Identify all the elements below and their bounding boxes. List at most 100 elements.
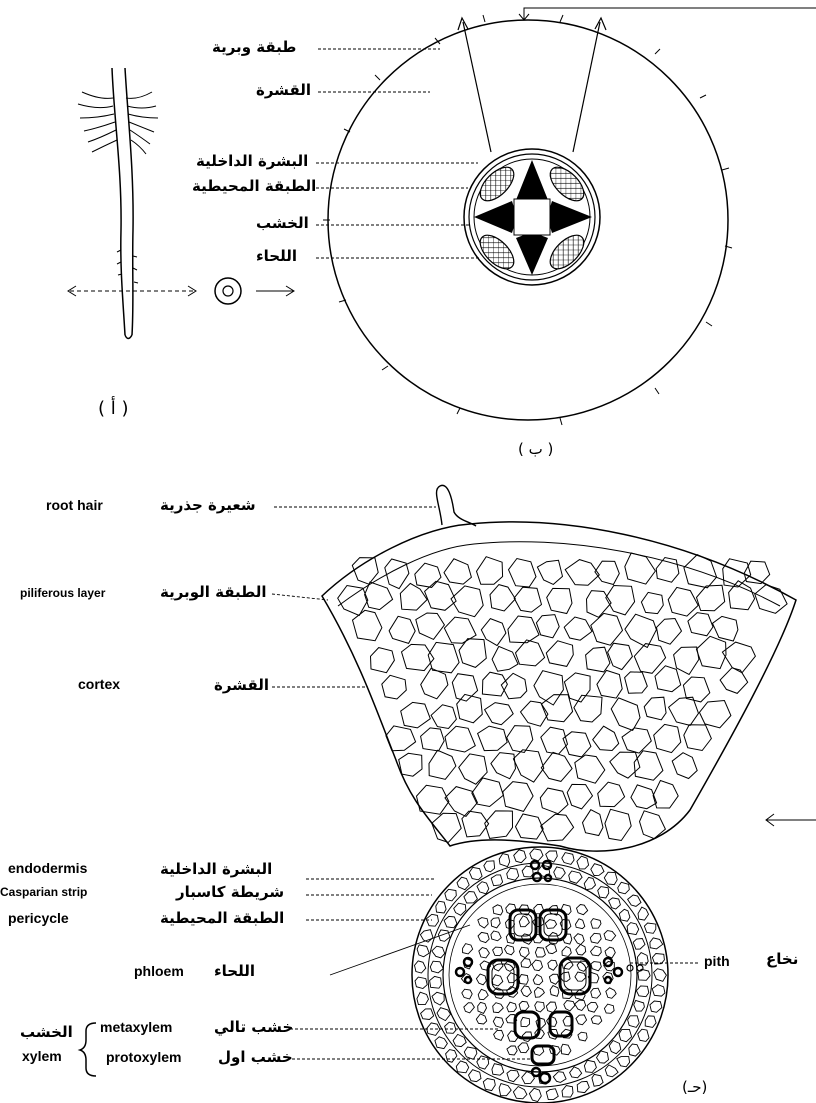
cell [562,947,571,957]
cell [591,988,601,998]
cell [631,785,657,809]
cell [478,726,508,751]
cell [371,648,395,673]
cell [491,918,500,928]
cell [491,875,502,886]
cell [435,1037,448,1049]
cell [482,672,507,696]
cell [421,1009,434,1020]
cell [574,934,584,945]
panel-c-side-arrow [766,814,816,826]
cell [485,703,514,725]
cell [598,782,625,806]
cell [352,558,378,585]
cell [457,877,469,890]
cell [654,724,681,752]
cell [627,923,639,935]
cell [493,1003,504,1013]
cell [501,673,527,698]
label-protoxylem-ar: خشب اول [218,1048,293,1066]
cell [547,588,572,613]
cell [445,726,475,752]
label-piliferous-en: piliferous layer [20,586,105,600]
cell [604,872,617,884]
cell [722,642,755,673]
cell [415,977,427,988]
cell [518,1043,529,1053]
cell [591,919,601,929]
label-metaxylem-ar: خشب تالي [214,1018,293,1036]
cell [490,585,515,611]
cell [668,587,698,616]
cell [674,647,699,675]
cell [532,960,543,971]
cell [514,587,541,612]
cell [597,670,622,698]
cell [638,1029,649,1041]
cell [521,701,548,726]
cell [655,666,681,692]
cell [577,856,589,869]
cell [492,646,518,671]
cell [605,947,615,958]
cell [562,853,574,865]
cell [587,1002,598,1012]
cell [611,698,640,731]
cell [549,974,559,984]
panel-b-label-cortex: القشرة [256,81,311,99]
cell [432,946,445,958]
cell [536,1018,546,1028]
cell [657,619,682,645]
cell [546,1089,558,1100]
cell [493,905,503,915]
cell [574,695,602,722]
label-endodermis-ar: البشرة الداخلية [160,860,272,878]
cell [494,1030,504,1040]
panel-c-stele [412,847,668,1103]
cell [548,960,558,970]
cell [401,702,431,728]
label-pericycle-en: pericycle [8,910,69,926]
cell [591,864,604,876]
cell [591,962,601,971]
cell [713,616,738,641]
cell [478,989,488,999]
cell [469,1070,482,1082]
cell [476,1014,486,1024]
cell [421,668,448,699]
panel-c-cortex [322,485,796,851]
cell [437,1008,451,1021]
cell [514,850,526,863]
cell [507,868,519,880]
label-pericycle-ar: الطبقة المحيطية [160,909,284,927]
cell [416,613,445,639]
cell [459,754,488,784]
cell [591,613,623,645]
cell [684,725,712,751]
cell [481,619,506,646]
cell [575,755,605,783]
cell [365,582,393,610]
cell [628,895,641,906]
cell [446,1050,457,1063]
cell [382,675,407,699]
label-casparian-en: Casparian strip [0,885,87,899]
cell [554,867,566,879]
panel-b-label-endodermis: البشرة الداخلية [196,152,308,170]
cell [534,987,544,997]
label-protoxylem-en: protoxylem [106,1049,181,1065]
cell [507,1070,519,1082]
cell [478,918,488,928]
cell [688,613,713,636]
cell [605,809,631,840]
cell [541,752,572,781]
cell [570,1067,582,1078]
panel-b-label-pericycle: الطبقة المحيطية [192,177,316,195]
label-pith-en: pith [704,953,730,969]
xylem-brace [80,1023,96,1076]
panel-b-label-phloem: اللحاء [256,247,297,265]
cell [425,581,457,610]
cell [584,877,595,889]
cell [493,1017,503,1028]
